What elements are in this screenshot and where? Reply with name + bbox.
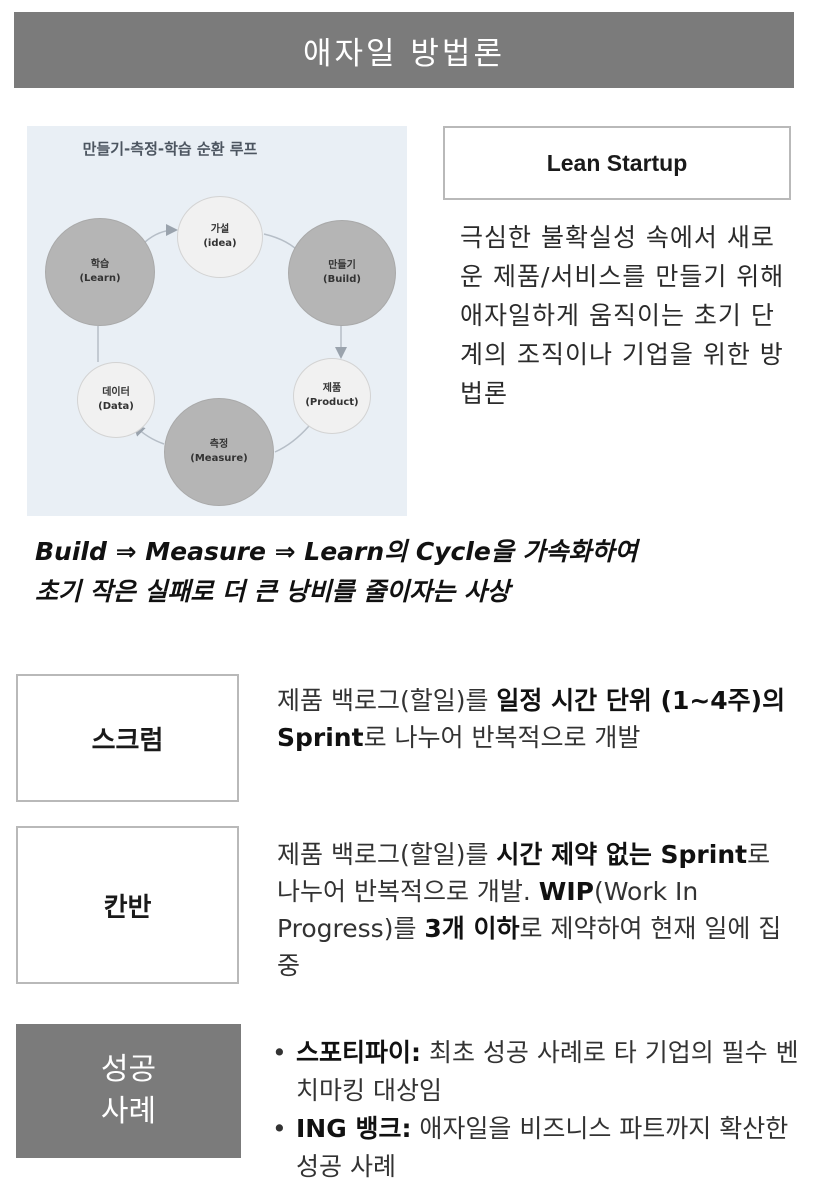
kanban-description: 제품 백로그(할일)를 시간 제약 없는 Sprint로 나누어 반복적으로 개… — [277, 836, 797, 984]
node-data: 데이터 (Data) — [77, 362, 155, 438]
kanban-desc-part-2: 로 나누어 반복적으로 개발. — [277, 840, 771, 906]
node-measure-sublabel: (Measure) — [190, 453, 248, 464]
node-data-sublabel: (Data) — [98, 401, 134, 412]
diagram-title: 만들기-측정-학습 순환 루프 — [82, 140, 258, 158]
node-build: 만들기 (Build) — [288, 220, 396, 326]
scrum-description: 제품 백로그(할일)를 일정 시간 단위 (1~4주)의 Sprint로 나누어… — [277, 682, 797, 756]
tagline-line-1: Build ⇒ Measure ⇒ Learn의 Cycle을 가속화하여 — [35, 537, 638, 566]
kanban-desc-part-1: 제품 백로그(할일)를 — [277, 840, 497, 869]
case-text: 애자일을 비즈니스 파트까지 확산한 성공 사례 — [296, 1114, 789, 1181]
success-cases-list: • 스포티파이: 최초 성공 사례로 타 기업의 필수 벤치마킹 대상임 • ING… — [272, 1034, 802, 1186]
success-cases-label-line-2: 사례 — [100, 1094, 157, 1129]
node-build-sublabel: (Build) — [323, 274, 361, 285]
list-item: • 스포티파이: 최초 성공 사례로 타 기업의 필수 벤치마킹 대상임 — [272, 1034, 802, 1110]
node-measure-label: 측정 — [209, 439, 229, 450]
arrow-learn-to-idea — [144, 224, 178, 243]
node-product-sublabel: (Product) — [305, 397, 359, 408]
case-text: 최초 성공 사례로 타 기업의 필수 벤치마킹 대상임 — [296, 1038, 799, 1105]
node-measure: 측정 (Measure) — [164, 398, 274, 506]
list-item: • ING 뱅크: 애자일을 비즈니스 파트까지 확산한 성공 사례 — [272, 1110, 802, 1186]
node-idea-label: 가설 — [210, 224, 230, 235]
bullet-icon: • — [272, 1038, 287, 1067]
arrow-product-to-measure — [274, 425, 310, 453]
kanban-desc-part-3: (Work In Progress)를 — [277, 877, 699, 943]
kanban-desc-emphasis-2: WIP — [538, 877, 594, 906]
kanban-desc-emphasis-1: 시간 제약 없는 Sprint — [496, 840, 748, 869]
scrum-desc-part-1: 제품 백로그(할일)를 — [277, 686, 497, 715]
node-data-label: 데이터 — [102, 387, 130, 398]
case-name: ING 뱅크: — [296, 1114, 412, 1143]
lean-startup-title: Lean Startup — [443, 126, 791, 200]
node-learn: 학습 (Learn) — [45, 218, 155, 326]
tagline-line-2: 초기 작은 실패로 더 큰 낭비를 줄이자는 사상 — [35, 577, 510, 606]
scrum-desc-part-2: 로 나누어 반복적으로 개발 — [363, 723, 641, 752]
node-product-label: 제품 — [322, 383, 342, 394]
kanban-desc-part-4: 로 제약하여 현재 일에 집중 — [277, 914, 782, 980]
page-title: 애자일 방법론 — [14, 12, 794, 88]
success-cases-label-line-1: 성공 — [100, 1052, 157, 1087]
node-idea: 가설 (idea) — [177, 196, 263, 278]
node-learn-label: 학습 — [90, 259, 110, 270]
node-product: 제품 (Product) — [293, 358, 371, 434]
lean-startup-description: 극심한 불확실성 속에서 새로운 제품/서비스를 만들기 위해 애자일하게 움직… — [460, 223, 785, 408]
bullet-icon: • — [272, 1114, 287, 1143]
node-idea-sublabel: (idea) — [203, 238, 237, 249]
kanban-desc-emphasis-3: 3개 이하 — [424, 914, 520, 943]
build-measure-learn-diagram: 만들기-측정-학습 순환 루프 가설 (idea) 만들기 (Build) 제품… — [27, 126, 407, 516]
tagline: Build ⇒ Measure ⇒ Learn의 Cycle을 가속화하여 초기… — [35, 532, 815, 612]
kanban-label-box: 칸반 — [16, 826, 239, 984]
scrum-label-box: 스크럼 — [16, 674, 239, 802]
success-cases-label-box: 성공 사례 — [16, 1024, 241, 1158]
node-build-label: 만들기 — [328, 260, 356, 271]
node-learn-sublabel: (Learn) — [79, 273, 121, 284]
scrum-desc-emphasis-1: 일정 시간 단위 (1~4주)의 Sprint — [277, 686, 786, 752]
case-name: 스포티파이: — [296, 1038, 421, 1067]
